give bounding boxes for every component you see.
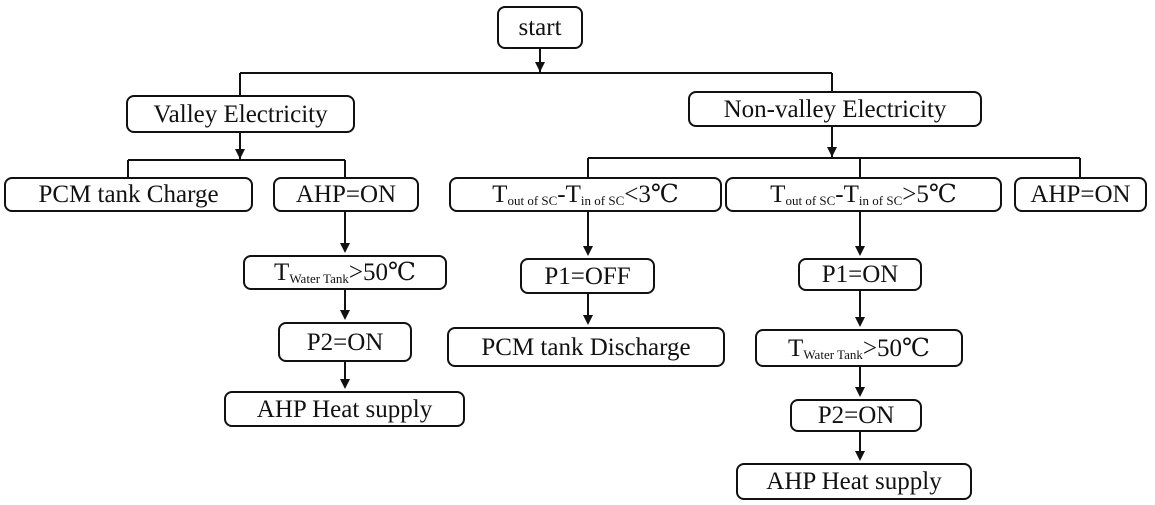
start-label: start	[518, 14, 562, 41]
pcm-tank-charge-label: PCM tank Charge	[38, 181, 219, 208]
temperature-symbol: T	[565, 181, 581, 208]
water-tank-subscript: Water Tank	[803, 346, 863, 362]
ahp-on-node-non-valley: AHP=ON	[1014, 177, 1147, 212]
minus-sign: -	[557, 181, 566, 208]
minus-sign: -	[835, 181, 844, 208]
threshold-relation: >50℃	[862, 334, 930, 362]
connector-non-valley-split	[587, 127, 1081, 177]
connector-start-split	[239, 49, 833, 95]
ahp-heat-supply-label: AHP Heat supply	[766, 468, 942, 495]
p2-on-node-valley: P2=ON	[278, 322, 412, 362]
p2-on-label: P2=ON	[306, 328, 384, 356]
water-tank-condition-label: TWater Tank>50℃	[788, 336, 930, 361]
threshold-relation: >50℃	[348, 259, 416, 286]
p1-on-label: P1=ON	[821, 261, 899, 288]
ahp-heat-supply-label: AHP Heat supply	[256, 395, 433, 423]
threshold-relation: >5℃	[902, 181, 957, 208]
temperature-symbol: T	[770, 181, 786, 208]
temp-diff-high-label: Tout of SC-Tin of SC>5℃	[770, 182, 957, 207]
water-tank-subscript: Water Tank	[289, 271, 349, 286]
temp-diff-high-condition-node: Tout of SC-Tin of SC>5℃	[725, 177, 1002, 212]
valley-electricity-label: Valley Electricity	[153, 100, 328, 128]
temp-diff-low-condition-node: Tout of SC-Tin of SC<3℃	[449, 177, 722, 212]
ahp-heat-supply-node-valley: AHP Heat supply	[224, 391, 465, 427]
valley-electricity-node: Valley Electricity	[126, 95, 355, 133]
non-valley-electricity-label: Non-valley Electricity	[723, 95, 947, 123]
temperature-symbol: T	[843, 181, 859, 208]
inlet-subscript: in of SC	[580, 193, 625, 208]
ahp-on-node-valley: AHP=ON	[273, 177, 419, 212]
ahp-on-label: AHP=ON	[1030, 181, 1131, 208]
inlet-subscript: in of SC	[858, 193, 903, 208]
water-tank-condition-node-non-valley: TWater Tank>50℃	[755, 329, 963, 367]
pcm-tank-discharge-label: PCM tank Discharge	[481, 333, 691, 361]
non-valley-electricity-node: Non-valley Electricity	[688, 91, 982, 127]
pcm-tank-discharge-node: PCM tank Discharge	[447, 327, 725, 367]
p1-off-node: P1=OFF	[520, 258, 655, 294]
temperature-symbol: T	[492, 181, 508, 208]
start-node: start	[497, 6, 583, 49]
p2-on-node-non-valley: P2=ON	[790, 399, 922, 432]
p1-off-label: P1=OFF	[544, 262, 631, 290]
temp-diff-low-label: Tout of SC-Tin of SC<3℃	[492, 182, 679, 207]
threshold-relation: <3℃	[624, 181, 679, 208]
temperature-symbol: T	[274, 259, 290, 286]
ahp-on-label: AHP=ON	[295, 181, 397, 208]
outlet-subscript: out of SC	[785, 193, 836, 208]
ahp-heat-supply-node-non-valley: AHP Heat supply	[736, 463, 972, 500]
outlet-subscript: out of SC	[507, 193, 558, 208]
temperature-symbol: T	[788, 334, 804, 362]
water-tank-condition-label: TWater Tank>50℃	[274, 260, 416, 285]
connector-valley-split	[127, 133, 346, 177]
pcm-tank-charge-node: PCM tank Charge	[4, 177, 253, 212]
p2-on-label: P2=ON	[817, 402, 895, 429]
p1-on-node: P1=ON	[798, 258, 922, 291]
water-tank-condition-node-valley: TWater Tank>50℃	[243, 255, 447, 290]
